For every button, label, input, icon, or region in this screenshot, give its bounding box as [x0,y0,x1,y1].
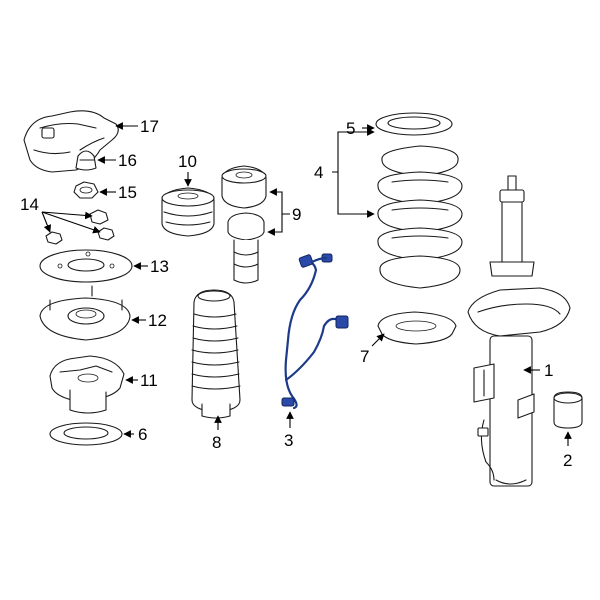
part-7-lower-insulator[interactable] [377,311,457,345]
callout-6: 6 [138,425,147,444]
part-5-spring-insulator[interactable] [375,112,453,136]
part-10-bump-stop[interactable] [161,187,215,237]
part-3-sensor-wire[interactable] [281,253,349,410]
callout-7: 7 [360,347,369,366]
part-14-nuts[interactable] [45,209,115,245]
callout-12: 12 [148,311,167,330]
callout-15: 15 [118,183,137,202]
callout-4: 4 [314,163,323,182]
part-2-bushing[interactable] [553,391,583,429]
part-9-jounce-bumpers[interactable] [221,165,267,284]
part-11-spring-seat[interactable] [49,355,125,414]
callout-16: 16 [118,151,137,170]
callout-1: 1 [544,361,553,380]
callout-11: 11 [140,371,158,390]
part-13-gasket[interactable] [39,249,133,283]
callout-8: 8 [212,433,221,452]
leader-lines [41,122,572,446]
part-6-bearing[interactable] [49,422,123,446]
callout-5: 5 [346,119,355,138]
callout-17: 17 [140,117,159,136]
part-17-mount-cover[interactable] [23,110,119,173]
callout-3: 3 [284,431,293,450]
part-15-nut[interactable] [73,181,99,199]
part-1-strut[interactable] [467,175,571,487]
callout-10: 10 [178,152,197,171]
part-16-cap[interactable] [75,150,97,171]
part-8-dust-boot[interactable] [191,289,241,419]
callout-14: 14 [20,195,39,214]
part-4-coil-spring[interactable] [377,145,463,289]
part-12-strut-mount[interactable] [39,285,131,341]
callout-2: 2 [563,451,572,470]
callout-13: 13 [150,257,169,276]
callout-9: 9 [292,205,301,224]
callout-labels: 17 16 15 14 13 12 11 6 10 9 8 3 4 5 7 1 … [20,117,572,470]
